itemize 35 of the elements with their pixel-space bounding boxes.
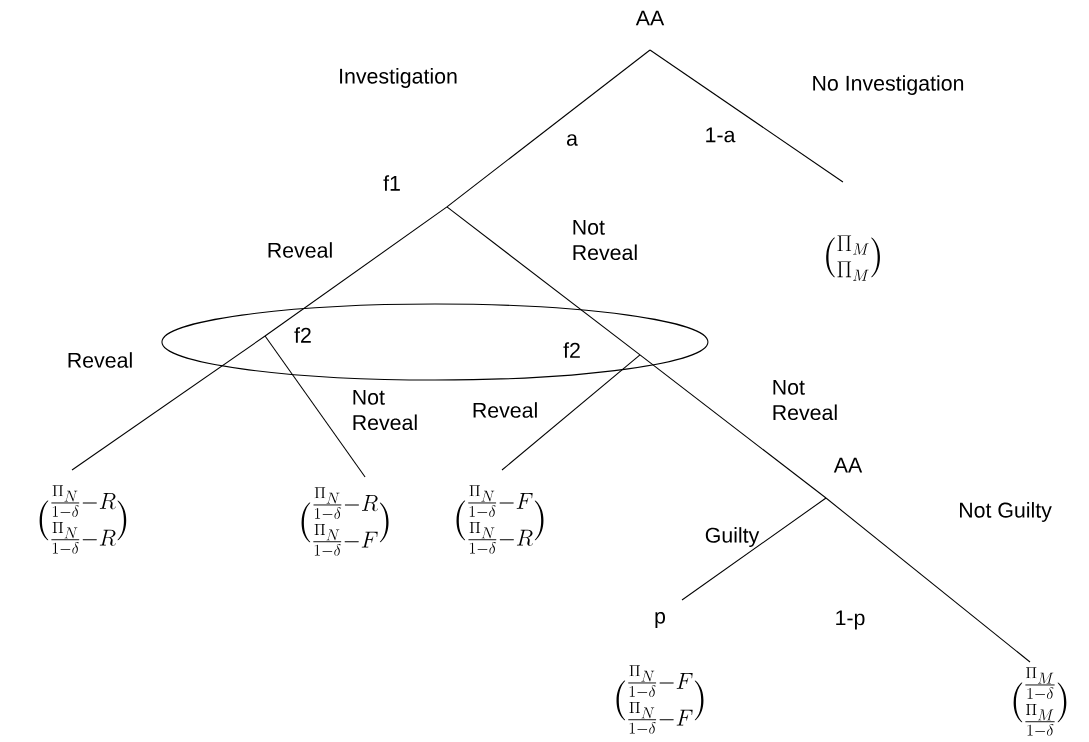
player-label: f1 (383, 175, 400, 191)
player-label: AA (833, 457, 863, 473)
branch-line (71, 335, 266, 471)
edge-label: Not Reveal (353, 389, 417, 431)
branch-line (446, 206, 641, 356)
branch-line (264, 335, 366, 478)
payoff-vector: $\binom{\frac{\Pi_N}{1-\delta}-F}{\frac{\Pi_N}{1-\delta}-R}$ (456, 485, 544, 554)
branch-line (639, 354, 827, 499)
payoff-vector: $\binom{\frac{\Pi_N}{1-\delta}-R}{\frac{\Pi_N}{1-\delta}-R}$ (39, 485, 127, 554)
player-label: f2 (294, 327, 311, 343)
branch-line (649, 49, 844, 183)
branch-line (501, 354, 641, 471)
branch-line (681, 497, 827, 601)
edge-label: Guilty (705, 527, 760, 547)
branch-line (446, 49, 651, 208)
probability-label: p (655, 612, 666, 628)
edge-label: Reveal (268, 242, 332, 258)
edge-label: Reveal (68, 352, 132, 368)
payoff-vector: $\binom{\frac{\Pi_M}{1-\delta}}{\frac{\Pi_M}{1-\delta}}$ (1013, 667, 1067, 736)
edge-label: Not Reveal (773, 379, 837, 421)
probability-label: 1-a (706, 127, 736, 143)
payoff-vector: $\binom{\frac{\Pi_N}{1-\delta}-R}{\frac{\Pi_N}{1-\delta}-F}$ (301, 487, 389, 556)
edge-label: Investigation (340, 68, 457, 88)
probability-label: a (566, 134, 578, 146)
edge-label: Reveal (473, 402, 537, 418)
payoff-vector: $\binom{\Pi_M}{\Pi_M}$ (826, 235, 880, 281)
edge-label: Not Guilty (960, 502, 1052, 522)
probability-label: 1-p (836, 610, 865, 630)
edge-label: Not Reveal (573, 219, 637, 261)
branch-line (264, 206, 448, 337)
branch-line (825, 497, 1031, 663)
player-label: f2 (563, 342, 580, 358)
player-label: AA (635, 10, 665, 26)
payoff-vector: $\binom{\frac{\Pi_N}{1-\delta}-F}{\frac{\Pi_N}{1-\delta}-F}$ (616, 665, 704, 734)
edge-label: No Investigation (813, 75, 964, 95)
